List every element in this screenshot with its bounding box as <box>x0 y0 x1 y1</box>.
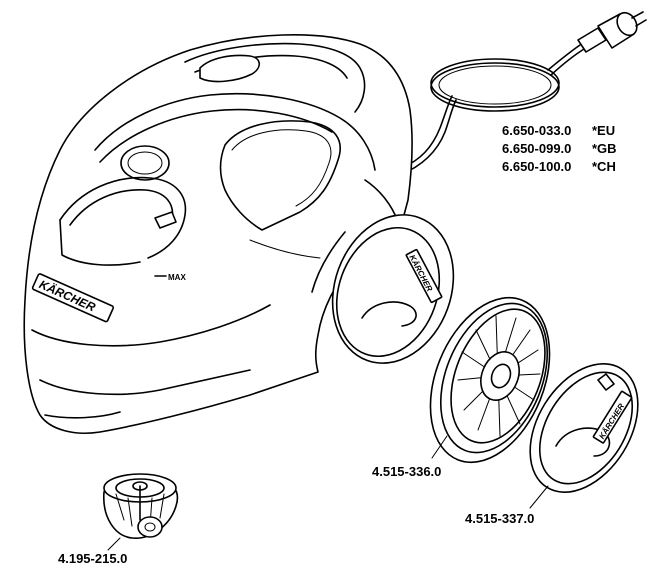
cord-gb-number: 6.650-099.0 <box>502 141 571 156</box>
cord-ch-region: *CH <box>592 159 616 174</box>
castor-part-number: 4.195-215.0 <box>58 551 127 566</box>
castor-drawing <box>103 473 179 551</box>
cord-eu-number: 6.650-033.0 <box>502 123 571 138</box>
max-label: MAX <box>168 273 186 282</box>
wheel-part-number: 4.515-336.0 <box>372 464 441 479</box>
wheel-cover-part-number: 4.515-337.0 <box>465 511 534 526</box>
cord-gb-region: *GB <box>592 141 617 156</box>
power-cord-drawing <box>399 11 647 176</box>
wheel-drawing <box>429 296 551 464</box>
cord-eu-region: *EU <box>592 123 615 138</box>
power-cord-part-numbers: 6.650-033.0 *EU 6.650-099.0 *GB 6.650-10… <box>502 123 617 174</box>
cord-ch-number: 6.650-100.0 <box>502 159 571 174</box>
wheel-cover-drawing: KÄRCHER <box>529 363 639 509</box>
mounted-wheel-drawing: KÄRCHER <box>331 214 455 364</box>
vacuum-body-drawing: MAX KÄRCHER <box>23 34 413 434</box>
